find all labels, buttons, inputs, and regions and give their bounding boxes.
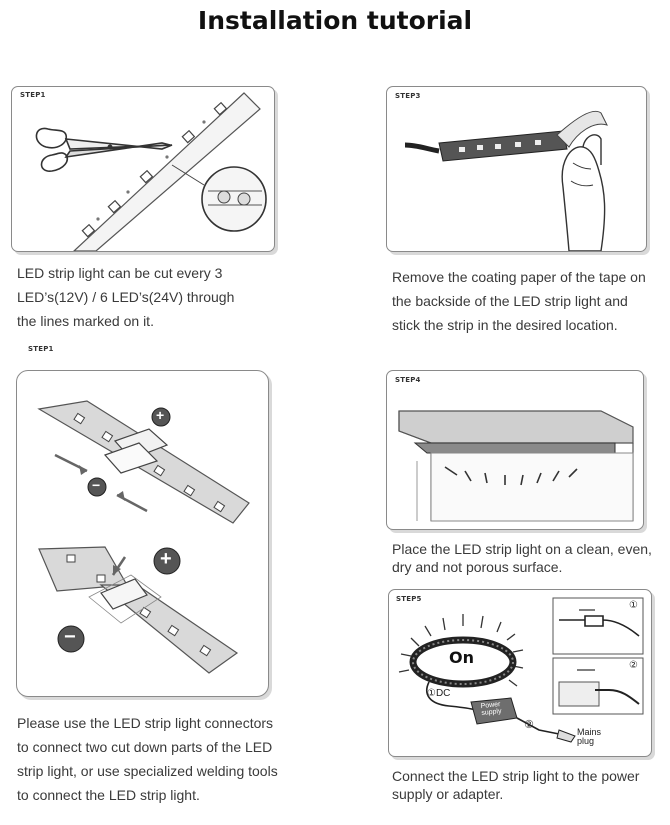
step5-tag: STEP5 <box>396 595 422 603</box>
minus-large-icon: − <box>64 626 76 648</box>
step4-mount-illustration: STEP4 <box>386 370 644 530</box>
power-supply-label: Power supply <box>480 701 502 717</box>
plus-large-icon: + <box>160 548 172 570</box>
caption-line: Connect the LED strip light to the power <box>392 768 640 784</box>
page-title: Installation tutorial <box>197 6 473 35</box>
inset-marker-1: ① <box>629 600 638 611</box>
step4-caption: Place the LED strip light on a clean, ev… <box>392 540 670 576</box>
step1-caption: LED strip light can be cut every 3 LED’s… <box>17 261 277 333</box>
step3-peel-illustration: STEP3 <box>386 86 647 252</box>
step1-tag: STEP1 <box>20 91 46 99</box>
scissors-strip-drawing <box>35 92 267 251</box>
peel-tape-drawing <box>404 110 608 251</box>
caption-line: stick the strip in the desired location. <box>392 317 618 333</box>
step4-tag: STEP4 <box>395 376 421 384</box>
marker-2-label: ② <box>524 719 534 731</box>
step1-connector-caption: Please use the LED strip light connector… <box>17 711 317 807</box>
caption-line: the lines marked on it. <box>17 313 154 329</box>
mains-label-line: Mains <box>577 727 602 737</box>
caption-line: dry and not porous surface. <box>392 559 563 575</box>
caption-line: Place the LED strip light on a clean, ev… <box>392 541 652 557</box>
step1-connector-tag: STEP1 <box>28 345 54 353</box>
step5-caption: Connect the LED strip light to the power… <box>392 767 670 803</box>
step1-connector-illustration: + − + − <box>16 370 269 697</box>
caption-line: LED strip light can be cut every 3 <box>17 265 223 281</box>
caption-line: the backside of the LED strip light and <box>392 293 628 309</box>
inset-marker-2: ② <box>629 660 638 671</box>
step3-caption: Remove the coating paper of the tape on … <box>392 265 670 337</box>
on-label: On <box>449 648 474 667</box>
caption-line: strip light, or use specialized welding … <box>17 763 278 779</box>
plus-small-icon: + <box>156 407 165 423</box>
caption-line: to connect the LED strip light. <box>17 787 200 803</box>
step5-power-illustration: STEP5 On ①DC Power supply ② Mains plug <box>388 589 652 757</box>
step3-tag: STEP3 <box>395 92 421 100</box>
step1-cut-illustration: STEP1 <box>11 86 275 252</box>
cabinet-strip-drawing <box>398 410 634 522</box>
caption-line: Remove the coating paper of the tape on <box>392 269 646 285</box>
caption-line: supply or adapter. <box>392 786 504 802</box>
dc-label: ①DC <box>427 688 451 699</box>
power-connection-drawing <box>398 597 644 743</box>
caption-line: Please use the LED strip light connector… <box>17 715 274 731</box>
mains-label-line: plug <box>577 736 595 746</box>
caption-line: to connect two cut down parts of the LED <box>17 739 273 755</box>
mains-plug-label: Mains plug <box>577 728 601 746</box>
connector-drawing <box>37 400 250 674</box>
minus-small-icon: − <box>92 477 101 493</box>
caption-line: LED’s(12V) / 6 LED’s(24V) through <box>17 289 235 305</box>
